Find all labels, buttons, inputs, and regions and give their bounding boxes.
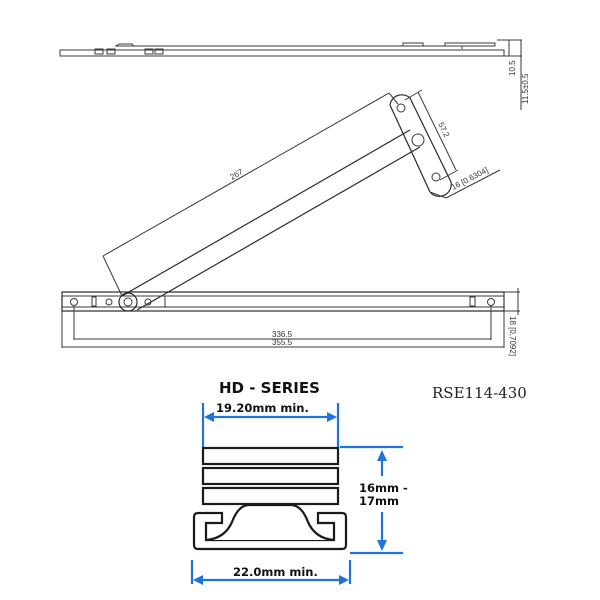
arm-length-dim: 267	[229, 167, 246, 182]
hd-series-diagram: HD - SERIES 19.20mm min. 16mm - 17mm 22.…	[190, 379, 408, 585]
screw-icon	[105, 298, 113, 306]
arrow-right-icon	[339, 575, 349, 585]
side-view-bar	[59, 49, 505, 57]
stay-arm: 267 57.2 16 [0.6304]	[102, 89, 501, 311]
thickness-tolerance-dim: 11.5±0.5	[521, 73, 530, 104]
mount-hole-icon	[70, 298, 78, 306]
model-number: RSE114-430	[432, 384, 527, 402]
short-arm-plate	[389, 94, 452, 197]
hole-spacing-dim: 57.2	[436, 121, 451, 139]
pivot-screw-icon	[396, 103, 406, 113]
hd-series-title: HD - SERIES	[219, 379, 320, 397]
track-length-dim: 355.5	[272, 338, 293, 347]
arrow-left-icon	[193, 575, 203, 585]
arrow-up-icon	[377, 450, 387, 461]
arrow-down-icon	[377, 540, 387, 551]
arrow-left-icon	[204, 412, 214, 422]
layer-2	[201, 466, 340, 486]
pivot-rivet-icon	[411, 133, 425, 147]
arrow-right-icon	[327, 412, 337, 422]
top-width-label: 19.20mm min.	[216, 401, 309, 415]
track-plan-view: 336.5 355.5 18 [0.7092]	[61, 288, 520, 356]
pivot-screw-icon	[431, 172, 441, 182]
track-body	[61, 291, 505, 312]
screw-icon	[144, 298, 152, 306]
slot-icon	[469, 296, 476, 307]
height-label-line2: 17mm	[359, 494, 399, 508]
layer-3	[201, 486, 340, 506]
track-width-dim: 18 [0.7092]	[508, 316, 517, 356]
slot-icon	[91, 296, 97, 307]
arm-pivot-icon	[118, 292, 138, 312]
thickness-dim: 10.5	[508, 60, 517, 76]
height-label-line1: 16mm -	[359, 481, 408, 495]
channel-hump	[206, 503, 334, 542]
side-view: 10.5 11.5±0.5	[59, 39, 530, 110]
track-hole-spacing-dim: 336.5	[272, 330, 293, 339]
layer-1	[201, 446, 340, 466]
mount-hole-icon	[487, 298, 495, 306]
bottom-width-label: 22.0mm min.	[233, 565, 318, 579]
